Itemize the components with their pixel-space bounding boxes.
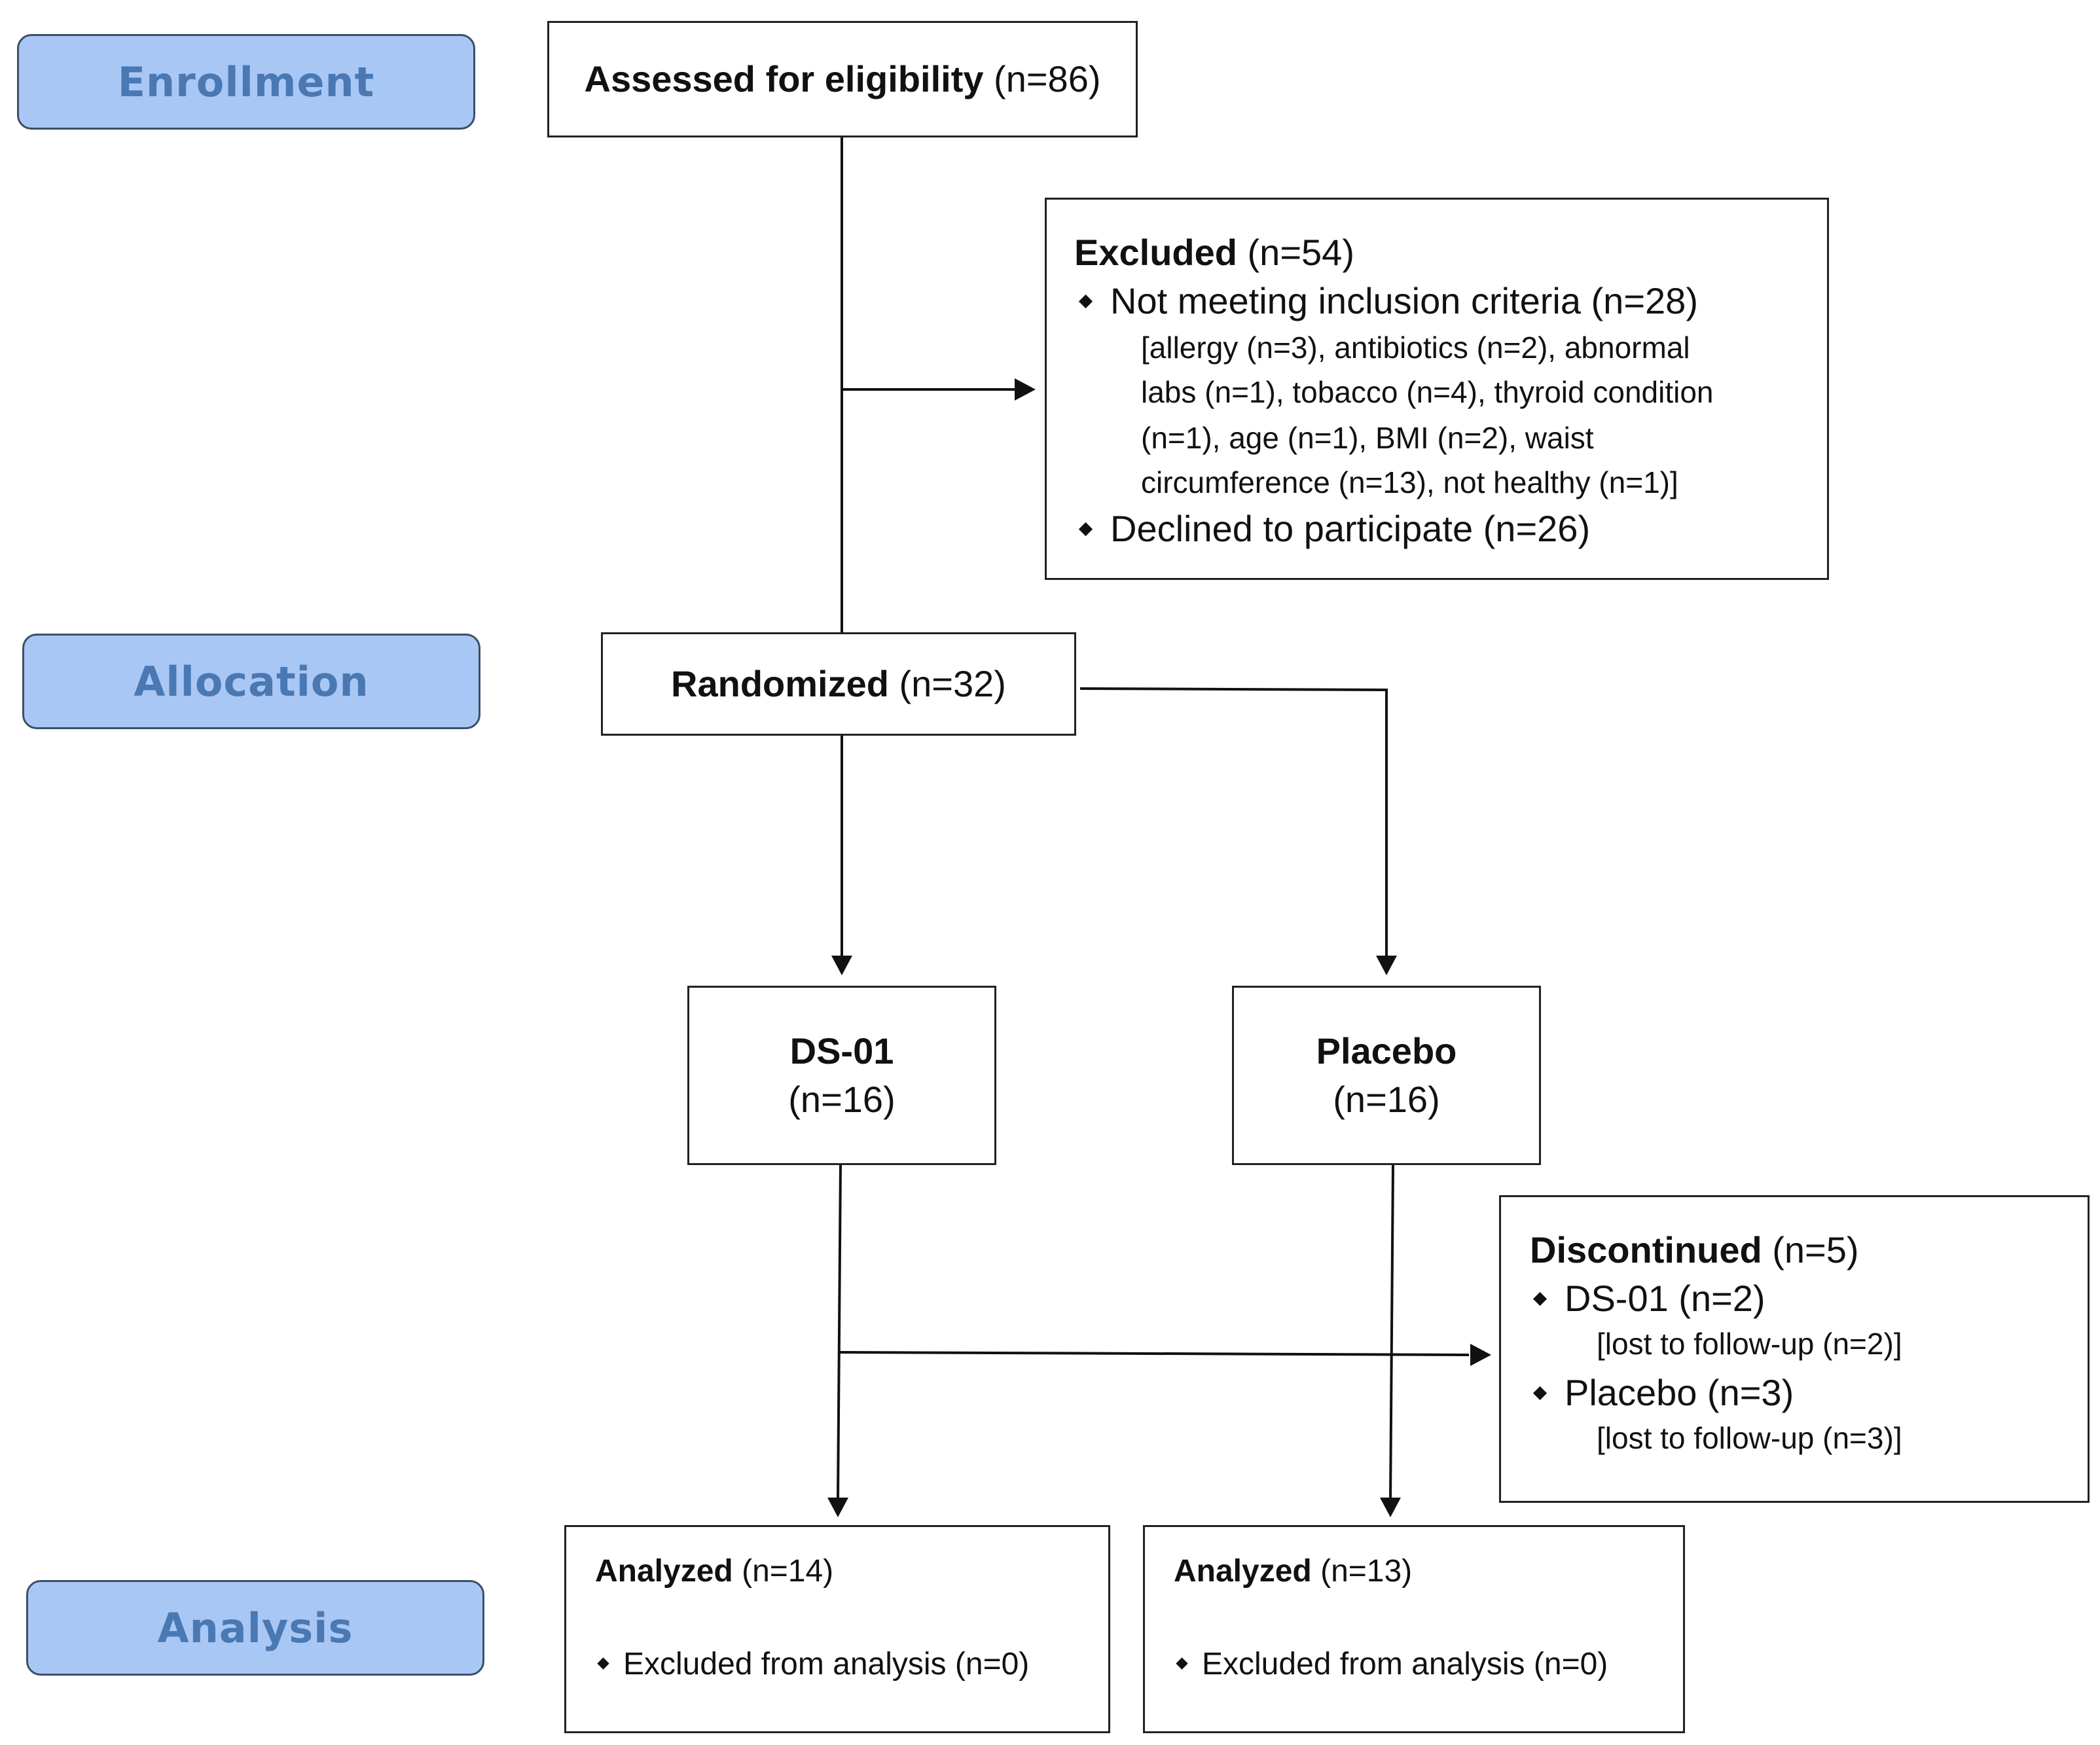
arrowhead-ds01-analyzed (827, 1498, 848, 1517)
bullet-icon (1176, 1657, 1188, 1670)
criteria-detail-2: labs (n=1), tobacco (n=4), thyroid condi… (1141, 375, 1714, 409)
randomized-line: Randomized (n=32) (671, 660, 1006, 708)
excluded-count: (n=54) (1247, 232, 1354, 273)
assessed-label: Assessed for eligibility (584, 58, 984, 99)
stage-analysis: Analysis (26, 1580, 484, 1676)
discontinued-label: Discontinued (1530, 1229, 1762, 1270)
excluded-item-criteria: Not meeting inclusion criteria (n=28) (1078, 277, 1698, 325)
arm-ds01-box: DS-01 (n=16) (687, 986, 996, 1165)
discontinued-count: (n=5) (1772, 1229, 1859, 1270)
randomized-label: Randomized (671, 663, 889, 704)
bullet-icon (1078, 522, 1093, 536)
criteria-detail-1: [allergy (n=3), antibiotics (n=2), abnor… (1141, 331, 1690, 365)
excluded-label: Excluded (1074, 232, 1237, 273)
analyzed-ds01-count: (n=14) (742, 1554, 834, 1589)
bullet-icon (1532, 1386, 1548, 1400)
arrowhead-excluded (1015, 378, 1036, 401)
excluded-box: Excluded (n=54) Not meeting inclusion cr… (1045, 198, 1829, 580)
discontinued-item-ds01-text: DS-01 (n=2) (1565, 1278, 1765, 1319)
discontinued-placebo-detail: [lost to follow-up (n=3)] (1597, 1421, 1902, 1455)
assessed-count: (n=86) (994, 58, 1101, 99)
discontinued-item-placebo: Placebo (n=3) (1532, 1369, 1794, 1417)
arm-placebo-box: Placebo (n=16) (1232, 986, 1541, 1165)
criteria-detail-4: circumference (n=13), not healthy (n=1)] (1141, 465, 1678, 499)
to-placebo-line (1079, 687, 1388, 957)
arrowhead-ds01 (831, 956, 852, 975)
bullet-icon (1078, 294, 1093, 308)
analyzed-placebo-excluded-text: Excluded from analysis (n=0) (1202, 1647, 1608, 1682)
bullet-icon (597, 1657, 609, 1670)
excluded-item-declined: Declined to participate (n=26) (1078, 505, 1591, 553)
analyzed-ds01-label: Analyzed (595, 1554, 733, 1589)
arm-placebo-label: Placebo (1316, 1030, 1457, 1071)
analyzed-placebo-box: Analyzed (n=13) Excluded from analysis (… (1143, 1525, 1685, 1733)
criteria-detail-3: (n=1), age (n=1), BMI (n=2), waist (1141, 421, 1594, 455)
analyzed-placebo-excluded: Excluded from analysis (n=0) (1176, 1642, 1608, 1687)
bullet-icon (1532, 1291, 1548, 1306)
analyzed-ds01-box: Analyzed (n=14) Excluded from analysis (… (564, 1525, 1110, 1733)
assessed-line: Assessed for eligibility (n=86) (585, 55, 1101, 103)
arrowhead-placebo (1376, 956, 1397, 975)
analyzed-ds01-excluded: Excluded from analysis (n=0) (597, 1642, 1030, 1687)
analyzed-placebo-count: (n=13) (1320, 1554, 1413, 1589)
stage-analysis-label: Analysis (157, 1604, 353, 1652)
analyzed-placebo-label: Analyzed (1174, 1554, 1312, 1589)
analyzed-ds01-heading: Analyzed (n=14) (595, 1549, 833, 1594)
stage-allocation-label: Allocation (134, 657, 369, 706)
arm-placebo-count: (n=16) (1333, 1079, 1440, 1120)
excluded-item-declined-text: Declined to participate (n=26) (1110, 508, 1591, 549)
ds01-to-analyzed-line (837, 1163, 842, 1501)
assessed-box: Assessed for eligibility (n=86) (547, 21, 1138, 137)
randomized-box: Randomized (n=32) (601, 632, 1076, 736)
arm-ds01-label: DS-01 (789, 1030, 894, 1071)
arrowhead-placebo-analyzed (1380, 1498, 1401, 1517)
analyzed-placebo-heading: Analyzed (n=13) (1174, 1549, 1412, 1594)
discontinued-box: Discontinued (n=5) DS-01 (n=2) [lost to … (1499, 1195, 2090, 1503)
stage-enrollment-label: Enrollment (117, 58, 375, 106)
discontinued-ds01-detail: [lost to follow-up (n=2)] (1597, 1327, 1902, 1361)
arm-ds01-count: (n=16) (788, 1079, 896, 1120)
arrowhead-discontinued (1470, 1344, 1491, 1366)
stage-allocation: Allocation (22, 634, 480, 729)
excluded-heading: Excluded (n=54) (1074, 228, 1354, 277)
discontinued-item-ds01: DS-01 (n=2) (1532, 1274, 1765, 1323)
discontinued-heading: Discontinued (n=5) (1530, 1226, 1859, 1274)
stage-enrollment: Enrollment (17, 34, 475, 130)
randomized-count: (n=32) (899, 663, 1006, 704)
excluded-item-criteria-text: Not meeting inclusion criteria (n=28) (1110, 280, 1698, 321)
analyzed-ds01-excluded-text: Excluded from analysis (n=0) (623, 1647, 1030, 1682)
placebo-to-analyzed-line (1389, 1163, 1394, 1501)
discontinued-branch-line (839, 1351, 1470, 1356)
discontinued-item-placebo-text: Placebo (n=3) (1565, 1372, 1794, 1413)
